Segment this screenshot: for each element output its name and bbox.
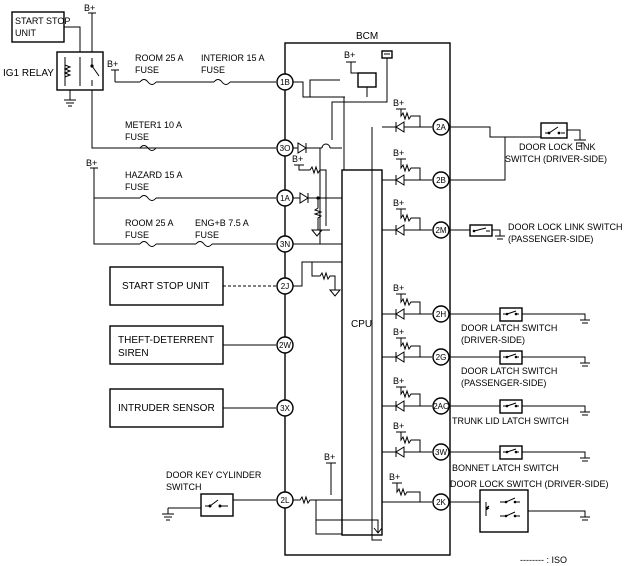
b-plus-label: B+	[344, 50, 355, 60]
b-plus-label: B+	[393, 327, 404, 337]
pin-2AC-label: 2AC	[433, 402, 449, 411]
start-stop-unit-small-line1: START STOP	[15, 16, 70, 26]
door-key-cylinder-line1: DOOR KEY CYLINDER	[166, 470, 262, 480]
bcm-label: BCM	[356, 31, 378, 42]
door-lock-driver-switch-icon	[479, 489, 529, 533]
pin-2K-label: 2K	[436, 498, 446, 507]
room25-top-fuse-label: ROOM 25 A	[135, 53, 184, 63]
door-lock-link-passenger-line1: DOOR LOCK LINK SWITCH	[508, 222, 623, 232]
intruder-sensor-box	[109, 388, 224, 428]
interior15-fuse-word: FUSE	[201, 65, 225, 75]
start-stop-unit-label: START STOP UNIT	[122, 281, 209, 292]
door-lock-link-driver-line2: SWITCH (DRIVER-SIDE)	[505, 154, 607, 164]
pin-2L-label: 2L	[281, 496, 290, 505]
room25-top-fuse-word: FUSE	[135, 65, 159, 75]
pin-1B-label: 1B	[280, 78, 290, 87]
pin-3W-label: 3W	[435, 448, 447, 457]
ig1-relay-label: IG1 RELAY	[3, 68, 54, 79]
pin-2W-label: 2W	[279, 341, 291, 350]
pin-2G-label: 2G	[436, 353, 447, 362]
b-plus-label: B+	[393, 98, 404, 108]
start-stop-unit-box	[109, 266, 224, 306]
iso-legend: -------- : ISO	[520, 555, 567, 565]
theft-deterrent-siren-box	[109, 325, 224, 365]
theft-deterrent-siren-line1: THEFT-DETERRENT	[118, 335, 214, 346]
engb-fuse-label: ENG+B 7.5 A	[195, 218, 249, 228]
pin-1A-label: 1A	[280, 194, 290, 203]
door-lock-link-driver-line1: DOOR LOCK LINK	[519, 142, 596, 152]
door-lock-link-passenger-line2: (PASSENGER-SIDE)	[508, 234, 593, 244]
b-plus-label: B+	[393, 421, 404, 431]
pin-2J-label: 2J	[281, 282, 289, 291]
door-lock-driver-label: DOOR LOCK SWITCH (DRIVER-SIDE)	[450, 479, 609, 489]
engb-fuse-word: FUSE	[195, 230, 219, 240]
b-plus-label: B+	[84, 3, 95, 13]
pin-2B-label: 2B	[436, 176, 446, 185]
b-plus-label: B+	[393, 148, 404, 158]
door-lock-link-driver-switch-icon	[540, 122, 568, 139]
door-latch-passenger-line1: DOOR LATCH SWITCH	[461, 366, 557, 376]
trunk-lid-latch-label: TRUNK LID LATCH SWITCH	[452, 416, 569, 426]
pin-3X-label: 3X	[280, 404, 290, 413]
door-latch-driver-line2: (DRIVER-SIDE)	[461, 335, 525, 345]
b-plus-label: B+	[86, 158, 97, 168]
pin-2H-label: 2H	[436, 310, 446, 319]
b-plus-label: B+	[393, 198, 404, 208]
meter1-fuse-word: FUSE	[125, 132, 149, 142]
hazard15-fuse-word: FUSE	[125, 182, 149, 192]
door-key-cylinder-switch-icon	[200, 493, 234, 517]
b-plus-label: B+	[324, 452, 335, 462]
pin-2W	[276, 336, 294, 354]
cpu-box	[341, 169, 383, 536]
door-latch-passenger-line2: (PASSENGER-SIDE)	[461, 378, 546, 388]
theft-deterrent-siren-line2: SIREN	[118, 348, 149, 359]
interior15-fuse-label: INTERIOR 15 A	[201, 53, 265, 63]
door-key-cylinder-line2: SWITCH	[166, 482, 202, 492]
b-plus-label: B+	[393, 283, 404, 293]
cpu-label: CPU	[351, 319, 372, 330]
room25-bottom-fuse-word: FUSE	[125, 230, 149, 240]
pin-2A-label: 2A	[436, 123, 446, 132]
start-stop-unit-small-box	[11, 11, 65, 43]
b-plus-label: B+	[107, 59, 118, 69]
b-plus-label: B+	[389, 472, 400, 482]
b-plus-label: B+	[292, 154, 303, 164]
intruder-sensor-label: INTRUDER SENSOR	[118, 403, 215, 414]
pin-3O-label: 3O	[280, 144, 291, 153]
pin-2M-label: 2M	[435, 226, 446, 235]
pin-3X	[276, 399, 294, 417]
b-plus-label: B+	[393, 376, 404, 386]
meter1-fuse-label: METER1 10 A	[125, 120, 182, 130]
room25-bottom-fuse-label: ROOM 25 A	[125, 218, 174, 228]
bonnet-latch-label: BONNET LATCH SWITCH	[452, 463, 559, 473]
start-stop-unit-small-line2: UNIT	[15, 28, 36, 38]
pin-3N-label: 3N	[280, 240, 290, 249]
hazard15-fuse-label: HAZARD 15 A	[125, 170, 183, 180]
door-latch-driver-line1: DOOR LATCH SWITCH	[461, 323, 557, 333]
